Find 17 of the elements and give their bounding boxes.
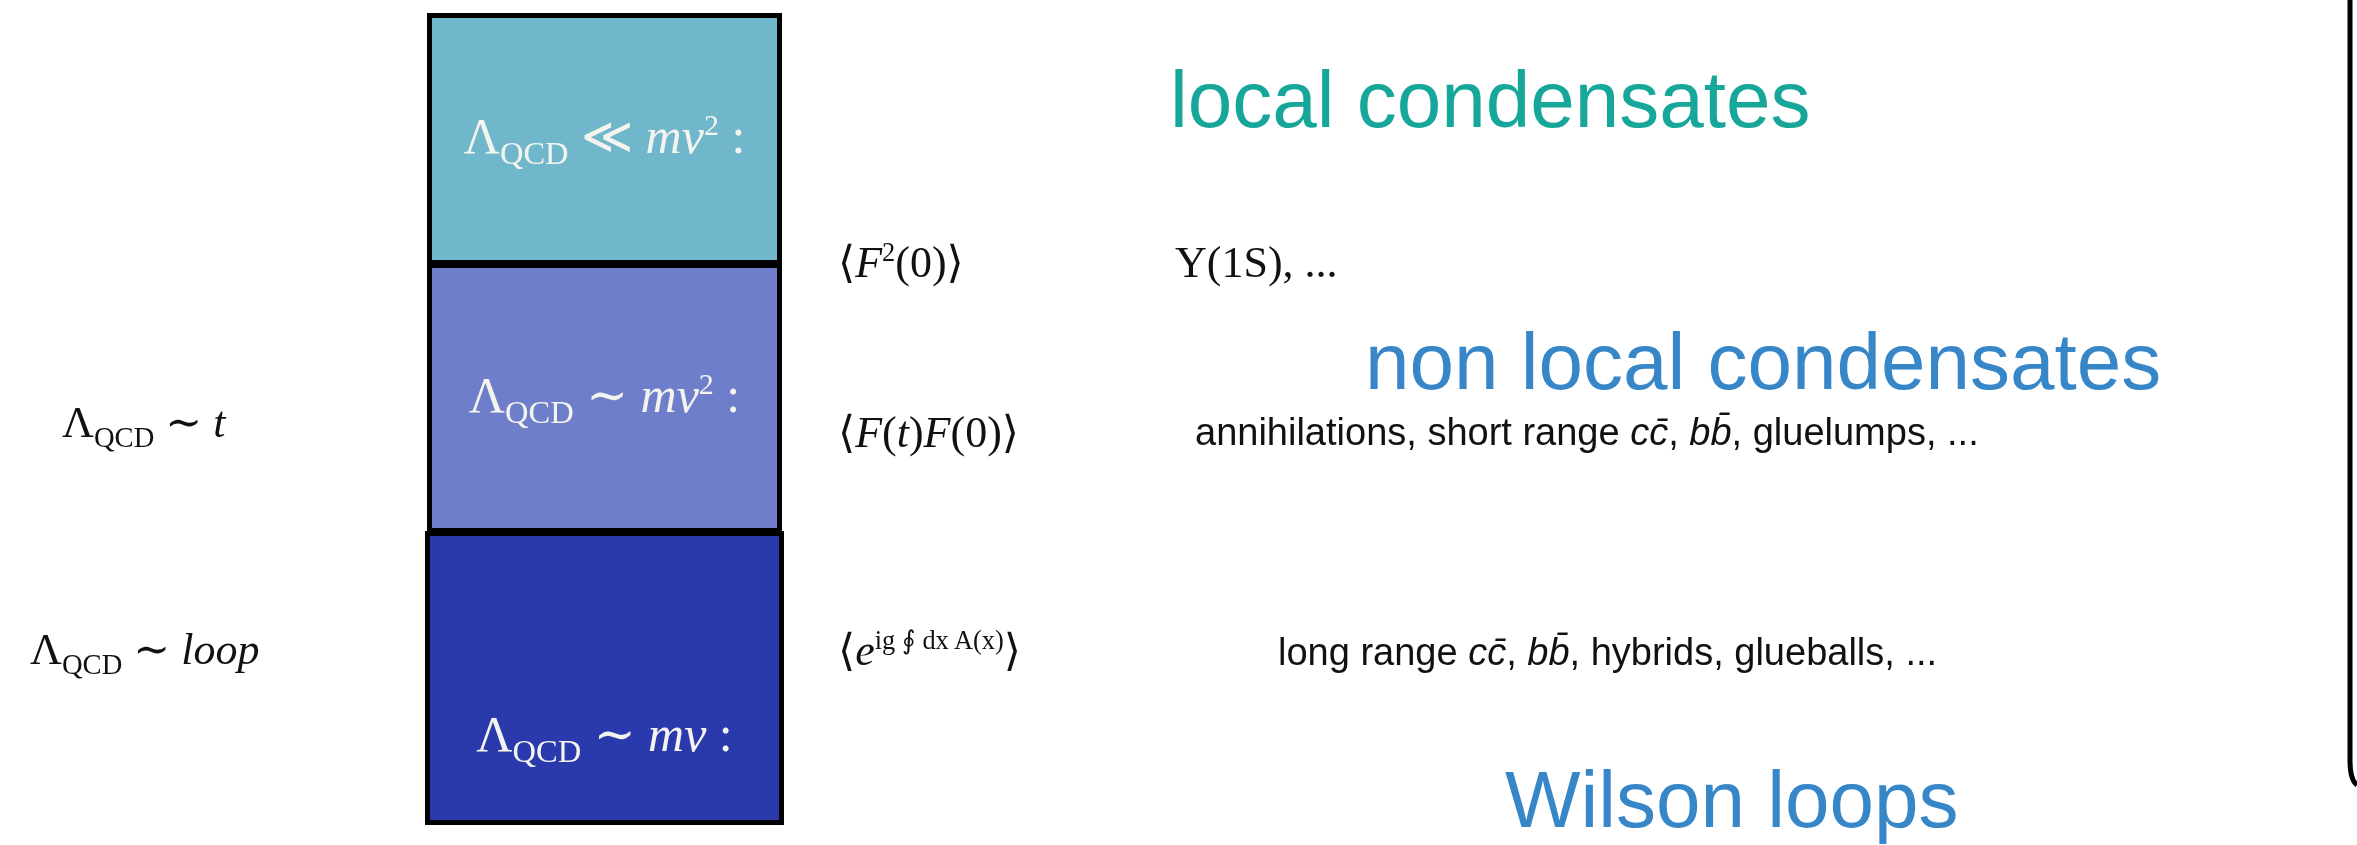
range-box <box>427 263 782 533</box>
formula: ⟨F(t)F(0)⟩ <box>838 407 1019 458</box>
example-text: annihilations, short range cc̄, bb̄, gluelumps, ... <box>1195 410 1979 454</box>
scale-formula: Λ$_{QCD}$ ∼ mv : <box>476 705 733 770</box>
range-box <box>427 13 782 265</box>
heading: local condensates <box>1170 54 1811 146</box>
heading: Wilson loops <box>1505 754 1959 845</box>
range-box <box>425 531 784 825</box>
scale-formula: Λ$_{QCD}$ ≪ mv$^{2}$ : <box>463 106 746 172</box>
example-text: long range cc̄, bb̄, hybrids, glueballs, ... <box>1278 630 1938 674</box>
heading: non local condensates <box>1365 316 2162 408</box>
formula: ⟨e$^{ig ∮ dx A(x)}$⟩ <box>838 624 1021 676</box>
example-text: Υ(1S), ... <box>1175 236 1338 288</box>
formula: Λ$_{QCD}$ ∼ loop <box>30 624 260 681</box>
formula: Λ$_{QCD}$ ∼ t <box>62 397 226 454</box>
formula: ⟨F$^{2}$(0)⟩ <box>838 236 964 288</box>
scale-formula: Λ$_{QCD}$ ∼ mv$^{2}$ : <box>468 365 741 431</box>
